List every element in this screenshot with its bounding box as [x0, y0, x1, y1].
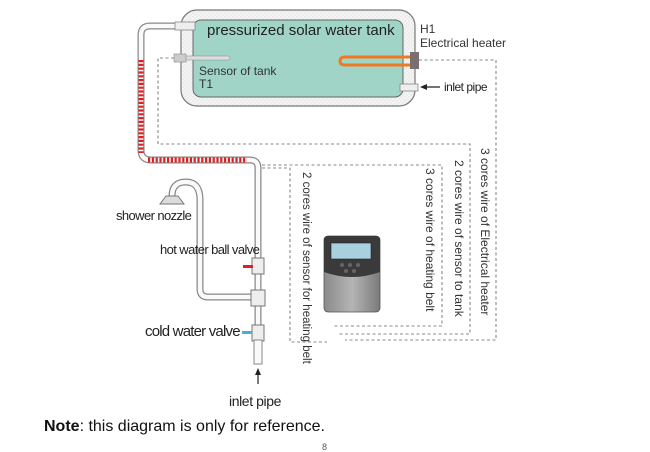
- footer-note: Note: this diagram is only for reference…: [44, 418, 325, 436]
- hot-water-valve-body: [251, 257, 265, 275]
- heater-element: [338, 55, 412, 67]
- hot-water-valve-label: hot water ball valve: [160, 242, 260, 257]
- bottom-inlet-arrow-icon: [255, 368, 261, 375]
- wire-label-heating-belt: 3 cores wire of heating belt: [423, 168, 437, 312]
- cold-water-valve-body: [251, 324, 265, 342]
- heater-id: H1: [420, 22, 436, 36]
- wire-label-electrical-heater: 3 cores wire of Electrical heater: [478, 148, 492, 316]
- heater-label: Electrical heater: [420, 36, 507, 50]
- shower-pipe: [168, 178, 258, 301]
- note-bold: Note: [44, 418, 80, 435]
- cold-water-valve-label: cold water valve: [145, 323, 241, 340]
- tank-sensor-probe: [179, 55, 231, 61]
- shower-head-icon: [159, 195, 185, 205]
- tank-inlet-label: inlet pipe: [444, 80, 488, 94]
- tank-inlet-arrow-icon: [420, 84, 427, 90]
- wire-heating-belt: [262, 164, 443, 327]
- cold-water-valve-handle: [242, 331, 252, 334]
- wire-label-sensor-heating-belt: 2 cores wire of sensor for heating belt: [300, 172, 312, 364]
- wire-label-sensor-tank: 2 cores wire of sensor to tank: [452, 160, 466, 317]
- tank-sensor-label: Sensor of tank: [199, 64, 277, 78]
- tank-sensor-id: T1: [199, 77, 214, 91]
- note-text: : this diagram is only for reference.: [79, 418, 325, 435]
- bottom-inlet-label: inlet pipe: [229, 393, 282, 409]
- controller-unit: [323, 235, 381, 313]
- wire-electrical-heater: [345, 59, 497, 341]
- wire-sensor-tank: [157, 57, 471, 335]
- tank-inlet-stub: [399, 83, 419, 92]
- wire-sensor-heating-belt: [262, 167, 327, 343]
- page-marker: 8: [322, 442, 328, 452]
- heater-connector: [410, 52, 419, 69]
- tank-title: pressurized solar water tank: [207, 22, 395, 39]
- controller-lcd: [330, 242, 372, 260]
- shower-nozzle-label: shower nozzle: [116, 208, 192, 223]
- hot-water-valve-handle: [243, 265, 253, 268]
